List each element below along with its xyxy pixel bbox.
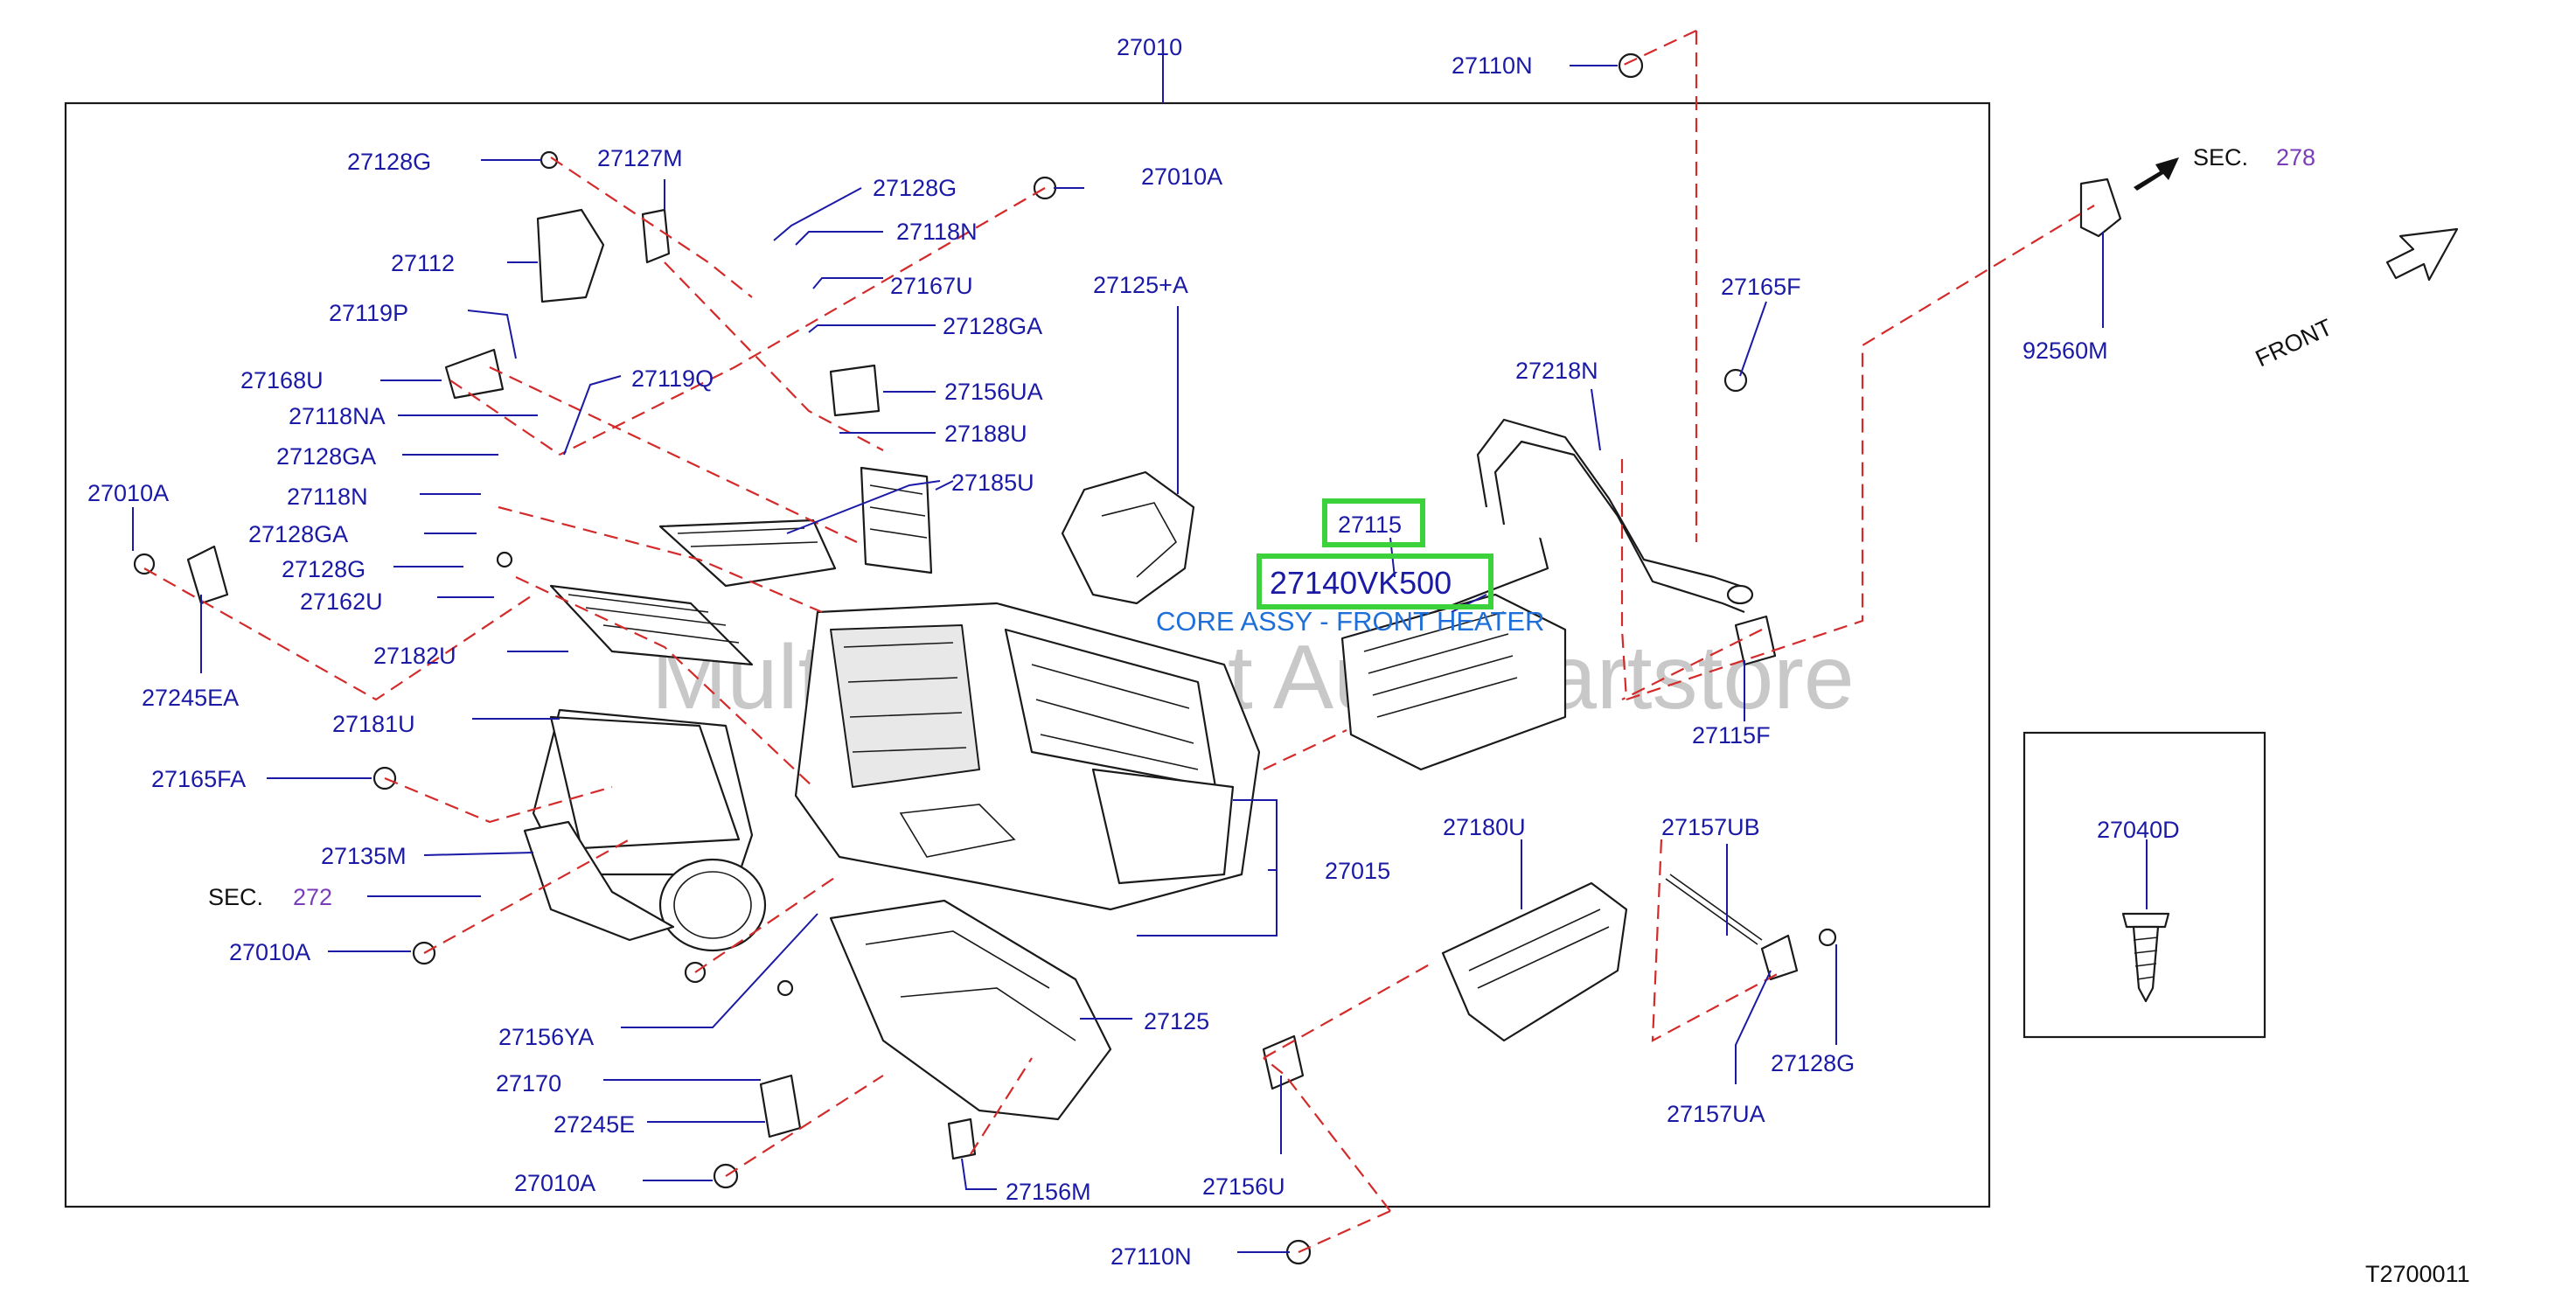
callout-27245e[interactable]: 27245E bbox=[553, 1111, 635, 1138]
callout-27040d[interactable]: 27040D bbox=[2097, 817, 2180, 843]
section-prefix-278: SEC. bbox=[2193, 144, 2248, 171]
callout-27156ua[interactable]: 27156UA bbox=[944, 379, 1043, 405]
front-direction-label: FRONT bbox=[2252, 314, 2336, 372]
callout-27118na[interactable]: 27118NA bbox=[289, 403, 386, 429]
callout-27128ga-2[interactable]: 27128GA bbox=[276, 443, 376, 470]
callout-27010a-2[interactable]: 27010A bbox=[87, 480, 169, 506]
callout-27010a-3[interactable]: 27010A bbox=[229, 939, 310, 965]
callout-27128g-4[interactable]: 27128G bbox=[1771, 1050, 1855, 1076]
callout-27188u[interactable]: 27188U bbox=[944, 421, 1027, 447]
callout-27218n[interactable]: 27218N bbox=[1515, 358, 1598, 384]
heater-case-part bbox=[794, 602, 1261, 911]
section-prefix-272: SEC. bbox=[208, 884, 263, 910]
callout-27181u[interactable]: 27181U bbox=[332, 711, 415, 737]
highlighted-part-27115[interactable]: 27115 bbox=[1338, 512, 1402, 538]
inset-frame-27040d bbox=[2023, 731, 2266, 1039]
front-arrow-icon bbox=[2385, 227, 2459, 282]
blower-housing-part bbox=[523, 708, 767, 952]
callout-labels: 27010 27110N 27128G 27127M 27010A 27128G… bbox=[87, 34, 2180, 1270]
callout-27170[interactable]: 27170 bbox=[496, 1070, 561, 1097]
heater-core-part bbox=[1340, 523, 1567, 771]
callout-27128ga-1[interactable]: 27128GA bbox=[943, 313, 1042, 339]
callout-27180u[interactable]: 27180U bbox=[1443, 814, 1526, 840]
callout-27010[interactable]: 27010 bbox=[1117, 34, 1182, 60]
callout-27162u[interactable]: 27162U bbox=[300, 588, 383, 615]
callout-27119p[interactable]: 27119P bbox=[329, 300, 408, 326]
callout-27135m[interactable]: 27135M bbox=[321, 843, 407, 869]
callout-27110n-bottom[interactable]: 27110N bbox=[1110, 1243, 1192, 1270]
filter-cover-part bbox=[1441, 881, 1628, 1042]
screw-27040d-part bbox=[2121, 912, 2170, 1003]
highlight-box-selected-part bbox=[1257, 554, 1493, 609]
fasteners-part bbox=[133, 52, 1837, 1265]
callout-27010a-4[interactable]: 27010A bbox=[514, 1170, 595, 1196]
diagram-code: T2700011 bbox=[2365, 1261, 2470, 1287]
section-link-272[interactable]: 272 bbox=[293, 884, 332, 910]
callout-27165f[interactable]: 27165F bbox=[1721, 274, 1801, 300]
heater-pipes-part bbox=[1476, 418, 1754, 614]
small-brackets-part bbox=[186, 208, 1799, 1160]
duct-27125a-part bbox=[1061, 470, 1195, 605]
callout-27127m[interactable]: 27127M bbox=[597, 145, 683, 171]
section-arrow-icon bbox=[2134, 157, 2179, 191]
section-link-278[interactable]: 278 bbox=[2276, 144, 2315, 171]
callout-27010a-1[interactable]: 27010A bbox=[1141, 164, 1222, 190]
callout-27119q[interactable]: 27119Q bbox=[631, 366, 714, 392]
callout-92560m[interactable]: 92560M bbox=[2023, 338, 2108, 364]
callout-27157ua[interactable]: 27157UA bbox=[1667, 1101, 1765, 1127]
callout-27165fa[interactable]: 27165FA bbox=[151, 766, 246, 792]
callout-27128ga-3[interactable]: 27128GA bbox=[248, 521, 348, 547]
callout-27112[interactable]: 27112 bbox=[391, 250, 455, 276]
callout-27167u[interactable]: 27167U bbox=[890, 273, 973, 299]
callout-27115f[interactable]: 27115F bbox=[1692, 722, 1771, 748]
section-references: SEC. 278 SEC. 272 bbox=[208, 144, 2315, 910]
assembly-dash-lines bbox=[143, 30, 2095, 1254]
leader-lines bbox=[132, 54, 2148, 1253]
door-flaps-part bbox=[549, 466, 933, 666]
callout-27118n-2[interactable]: 27118N bbox=[287, 484, 368, 510]
assembly-frame bbox=[64, 101, 1991, 1208]
callout-27156ya[interactable]: 27156YA bbox=[498, 1024, 594, 1050]
selected-part-number[interactable]: 27140VK500 bbox=[1270, 565, 1452, 601]
callout-27118n-1[interactable]: 27118N bbox=[896, 219, 978, 245]
grommet-92560m-part bbox=[2079, 178, 2122, 238]
callout-27156u[interactable]: 27156U bbox=[1202, 1173, 1285, 1200]
callout-27168u[interactable]: 27168U bbox=[240, 367, 324, 393]
callout-27245ea[interactable]: 27245EA bbox=[142, 685, 239, 711]
callout-27128g-2[interactable]: 27128G bbox=[873, 175, 957, 201]
selected-part-name: CORE ASSY - FRONT HEATER bbox=[1156, 606, 1544, 637]
callout-27185u[interactable]: 27185U bbox=[951, 470, 1034, 496]
callout-27182u[interactable]: 27182U bbox=[373, 643, 456, 669]
callout-27128g-3[interactable]: 27128G bbox=[282, 556, 366, 582]
callout-27015[interactable]: 27015 bbox=[1325, 858, 1390, 884]
rod-27157ub-part bbox=[1665, 874, 1763, 945]
callout-27125[interactable]: 27125 bbox=[1144, 1008, 1209, 1034]
callout-27125a[interactable]: 27125+A bbox=[1093, 272, 1188, 298]
callout-27157ub[interactable]: 27157UB bbox=[1661, 814, 1760, 840]
callout-27110n-top[interactable]: 27110N bbox=[1452, 52, 1533, 79]
callout-27128g-1[interactable]: 27128G bbox=[347, 149, 431, 175]
duct-27125-part bbox=[829, 899, 1112, 1121]
callout-27156m[interactable]: 27156M bbox=[1006, 1179, 1091, 1205]
highlight-box-27115 bbox=[1322, 498, 1425, 547]
